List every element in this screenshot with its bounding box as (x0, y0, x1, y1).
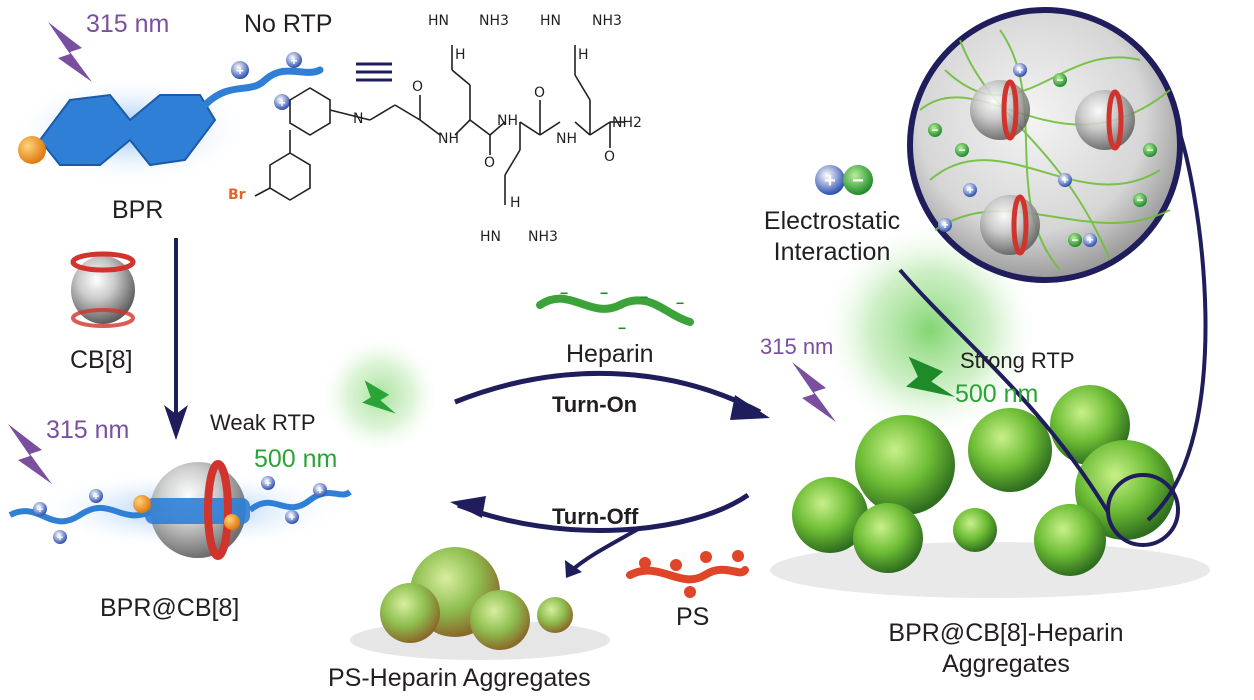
zoom-inset: − − − − − − + + + + + (898, 7, 1208, 547)
uv-label-left: 315 nm (46, 416, 130, 444)
svg-text:−: − (958, 143, 965, 157)
guanidine-nh-h-3-label: H (510, 195, 521, 211)
bpr-cb8-heparin-aggregates (770, 385, 1210, 598)
no-rtp-label: No RTP (244, 10, 333, 38)
amide-nh-3-label: NH (556, 131, 577, 147)
svg-text:+: + (236, 63, 244, 78)
carbonyl-o-1-label: O (412, 79, 424, 95)
carbonyl-o-2-label: O (484, 155, 496, 171)
svg-text:+: + (1016, 63, 1023, 77)
bpr-cb8-label: BPR@CB[8] (100, 594, 240, 622)
bpr-label: BPR (112, 196, 164, 224)
bromophenyl-ball (18, 136, 46, 164)
guanidinium-nh3-2-label: NH3 (592, 13, 622, 29)
weak-rtp-label: Weak RTP (210, 410, 316, 435)
turn-on-label: Turn-On (552, 392, 638, 417)
svg-text:−: − (600, 285, 608, 301)
bpr-cb8-heparin-aggregates-label: BPR@CB[8]-Heparin Aggregates (866, 618, 1146, 681)
svg-text:−: − (676, 295, 684, 311)
uv-bolt-left-icon (8, 424, 52, 484)
svg-text:−: − (931, 123, 938, 137)
bromine-atom-label: Br (228, 187, 246, 203)
amide-nh-2-label: NH (497, 113, 518, 129)
carbonyl-o-4-label: O (604, 149, 616, 165)
svg-text:+: + (1061, 173, 1068, 187)
aggregates-line-1: BPR@CB[8]-Heparin (888, 619, 1124, 647)
electrostatic-pair-icon: + − (815, 165, 873, 195)
guanidinium-hn-1-label: HN (428, 13, 449, 29)
svg-text:−: − (1136, 193, 1143, 207)
svg-text:+: + (941, 218, 948, 232)
guanidinium-nh3-3-label: NH3 (528, 229, 558, 245)
cb8-label: CB[8] (70, 346, 133, 374)
electrostatic-line-2: Interaction (773, 238, 891, 267)
uv-bolt-top-icon (48, 22, 92, 82)
strong-rtp-glow (820, 220, 1040, 440)
svg-text:+: + (289, 512, 295, 524)
svg-text:+: + (1086, 233, 1093, 247)
svg-text:+: + (317, 485, 323, 497)
ps-strand (626, 550, 749, 598)
aggregates-line-2: Aggregates (942, 650, 1070, 679)
cb8-cage-icon (70, 251, 136, 328)
heparin-label: Heparin (566, 340, 654, 368)
svg-text:−: − (640, 289, 648, 305)
electrostatic-line-1: Electrostatic (763, 207, 901, 235)
turn-on-arrow (454, 370, 762, 415)
guanidine-nh-h-1-label: H (455, 47, 466, 63)
svg-text:+: + (57, 532, 63, 544)
heparin-strand: − − − − − (536, 285, 694, 336)
pyridinium-nitrogen-label: N (353, 111, 364, 127)
svg-text:−: − (1071, 233, 1078, 247)
turn-off-label: Turn-Off (552, 504, 639, 529)
svg-text:−: − (1056, 73, 1063, 87)
bpr-molecule-illustration: + + + (10, 52, 324, 185)
ps-heparin-aggregates (350, 547, 610, 660)
svg-text:−: − (618, 320, 626, 336)
carbonyl-o-3-label: O (534, 85, 546, 101)
svg-text:+: + (265, 478, 271, 490)
turn-off-branch-arrow (570, 526, 641, 572)
uv-bolt-right-icon (792, 362, 836, 422)
strong-rtp-label: Strong RTP (960, 348, 1075, 373)
guanidinium-hn-3-label: HN (480, 229, 501, 245)
svg-text:+: + (93, 491, 99, 503)
guanidine-nh-h-2-label: H (578, 47, 589, 63)
terminal-nh2-label: NH2 (612, 115, 642, 131)
down-arrow (164, 238, 188, 440)
uv-label-top: 315 nm (86, 10, 170, 38)
bpr-cb8-complex-illustration: + + + + + + (8, 460, 352, 560)
strong-rtp-wavelength: 500 nm (955, 380, 1039, 408)
equivalence-symbol (356, 62, 392, 82)
svg-text:+: + (290, 54, 297, 68)
svg-text:+: + (278, 96, 285, 110)
amide-nh-1-label: NH (438, 131, 459, 147)
ps-label: PS (676, 603, 710, 631)
guanidinium-hn-2-label: HN (540, 13, 561, 29)
uv-label-right: 315 nm (760, 334, 834, 359)
svg-text:+: + (824, 170, 836, 192)
svg-text:−: − (560, 285, 568, 301)
chemical-structure (254, 45, 625, 205)
svg-text:+: + (966, 183, 973, 197)
svg-text:−: − (1146, 143, 1153, 157)
ps-heparin-aggregates-label: PS-Heparin Aggregates (328, 664, 591, 692)
weak-rtp-wavelength: 500 nm (254, 445, 338, 473)
weak-rtp-glow (320, 335, 440, 455)
svg-text:−: − (852, 170, 864, 192)
turn-off-arrow (457, 492, 750, 533)
electrostatic-interaction-label: Electrostatic Interaction (752, 206, 912, 269)
guanidinium-nh3-1-label: NH3 (479, 13, 509, 29)
svg-text:+: + (37, 504, 43, 516)
